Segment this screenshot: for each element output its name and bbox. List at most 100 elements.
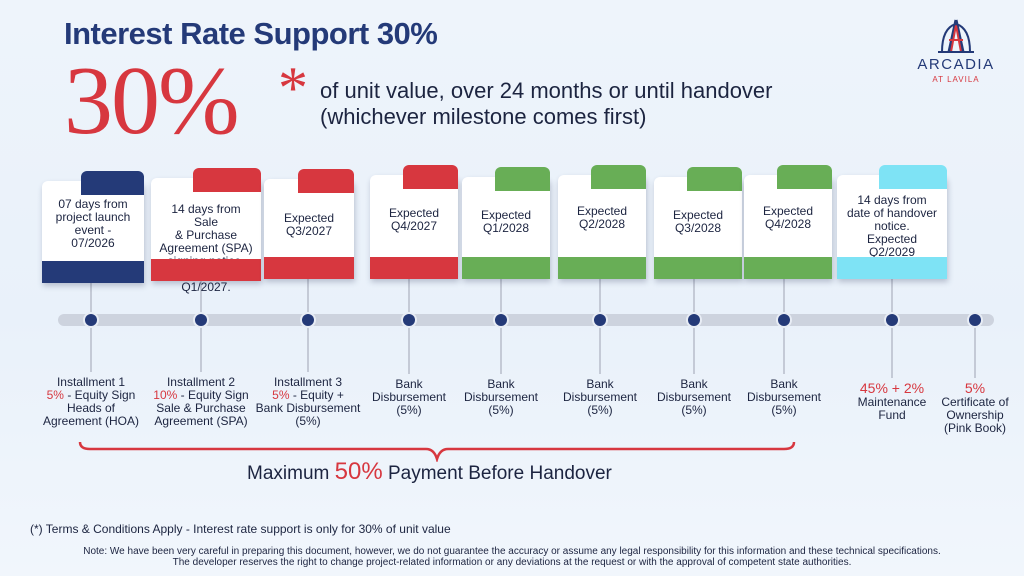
card-text-line: Expected	[762, 204, 814, 218]
label-line: Installment 1	[56, 375, 126, 389]
label-line: 10% - Equity Sign	[145, 389, 257, 402]
timeline-dot	[302, 314, 314, 326]
card-text-line: Q3/2028	[674, 221, 722, 235]
note-line-2: The developer reserves the right to chan…	[172, 557, 852, 568]
label-line: 5%	[919, 380, 1024, 396]
label-percent: 5%	[46, 388, 64, 402]
timeline-dot	[778, 314, 790, 326]
label-line: Disbursement	[371, 390, 447, 404]
card-tab	[298, 169, 354, 193]
label-line: 45% + 2%	[836, 380, 948, 396]
arch-logo-icon	[938, 19, 974, 53]
card-text-line: date of handover	[846, 206, 938, 220]
card-text-line: & Purchase	[174, 228, 238, 242]
connector-line-upper	[408, 279, 410, 320]
max-payment-prefix: Maximum	[247, 463, 330, 484]
card-text-line: project launch	[55, 210, 131, 224]
timeline-bar	[58, 314, 994, 326]
card-tab	[777, 165, 832, 189]
logo-name: ARCADIA	[917, 56, 995, 73]
connector-line-lower	[500, 326, 502, 374]
label-rest: - Equity Sign	[180, 388, 249, 402]
card-tab	[192, 168, 261, 192]
label-line: Disbursement	[562, 390, 638, 404]
label-line: Bank	[770, 377, 798, 391]
asterisk-mark: *	[278, 55, 308, 121]
payment-brace	[78, 441, 796, 462]
card-band	[151, 259, 261, 281]
card-text-line: Q4/2027	[390, 219, 438, 233]
timeline-dot	[969, 314, 981, 326]
label-percent: 10%	[153, 388, 178, 402]
label-line: Bank	[487, 377, 515, 391]
card-band	[462, 257, 550, 279]
label-line: Agreement (SPA)	[154, 414, 248, 428]
card-text-line: Agreement (SPA)	[159, 241, 253, 255]
card-tab	[591, 165, 646, 189]
card-text-line: Expected	[576, 204, 628, 218]
label-line: Bank	[395, 377, 423, 391]
card-band	[654, 257, 742, 279]
card-text-line: notice.	[874, 219, 910, 233]
label-rest: - Equity Sign	[67, 388, 136, 402]
label-line: (5%)	[488, 403, 514, 417]
card-tab	[495, 167, 550, 191]
timeline-dot	[688, 314, 700, 326]
label-percent: 45% + 2%	[859, 380, 925, 396]
card-text-line: Q2/2028	[578, 217, 626, 231]
card-band	[744, 257, 832, 279]
card-tab	[878, 165, 947, 189]
card-tab	[403, 165, 458, 189]
max-payment-suffix: Payment Before Handover	[387, 463, 612, 484]
connector-line-lower	[307, 326, 309, 372]
card-text-line: Expected	[388, 206, 440, 220]
label-line: Ownership	[946, 408, 1004, 422]
card-text-line: Q4/2028	[764, 217, 812, 231]
timeline-dot	[594, 314, 606, 326]
label-line: Bank Disbursement	[255, 401, 361, 415]
label-line: 5% - Equity +	[252, 389, 364, 402]
label-line: (5%)	[587, 403, 613, 417]
connector-line-lower	[693, 326, 695, 374]
connector-line-upper	[90, 283, 92, 320]
max-payment-percent: 50%	[334, 458, 383, 485]
label-line: Certificate of	[941, 395, 1009, 409]
note-line-1: Note: We have been very careful in prepa…	[83, 546, 941, 557]
brand-logo: ARCADIA AT LAVILA	[906, 18, 1006, 84]
big-percent: 30%	[64, 47, 240, 155]
card-text-line: 07/2026	[71, 236, 115, 250]
label-line: (5%)	[396, 403, 422, 417]
label-line: Installment 2	[166, 375, 236, 389]
label-line: (5%)	[771, 403, 797, 417]
connector-line-upper	[599, 279, 601, 320]
card-text-line: event -	[74, 223, 112, 237]
label-percent: 5%	[964, 380, 986, 396]
card-text-line: Q3/2027	[285, 224, 333, 238]
card-text-line: Q1/2028	[482, 221, 530, 235]
timeline-dot	[495, 314, 507, 326]
card-text-line: 07 days from	[58, 197, 128, 211]
label-line: Bank	[680, 377, 708, 391]
card-text-line: 14 days from	[857, 193, 927, 207]
label-line: Installment 3	[273, 375, 343, 389]
connector-line-upper	[500, 279, 502, 320]
connector-line-upper	[693, 279, 695, 320]
